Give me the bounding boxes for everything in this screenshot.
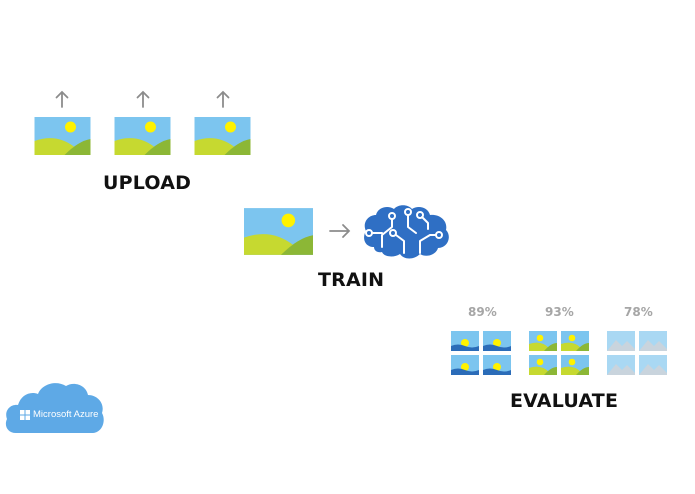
upload-arrow-icon [136, 90, 150, 108]
landscape-image-icon [561, 355, 589, 375]
upload-arrow-icon [55, 90, 69, 108]
cloud-icon [5, 383, 104, 433]
train-label: TRAIN [318, 269, 385, 291]
windows-logo-icon [20, 410, 30, 420]
upload-arrow-icon [216, 90, 230, 108]
landscape-image-icon [607, 355, 635, 375]
landscape-image-icon [114, 117, 171, 155]
landscape-image-icon [561, 331, 589, 351]
landscape-image-icon [639, 331, 667, 351]
landscape-image-icon [529, 355, 557, 375]
landscape-image-icon [451, 355, 479, 375]
landscape-image-icon [483, 331, 511, 351]
landscape-image-icon [483, 355, 511, 375]
upload-label: UPLOAD [103, 172, 192, 194]
landscape-image-icon [244, 208, 313, 255]
landscape-image-icon [451, 331, 479, 351]
brain-circuit-icon [364, 205, 449, 259]
score-label: 93% [545, 305, 574, 319]
landscape-image-icon [607, 331, 635, 351]
landscape-image-icon [639, 355, 667, 375]
score-label: 89% [468, 305, 497, 319]
right-arrow-icon [329, 224, 351, 238]
score-label: 78% [624, 305, 653, 319]
landscape-image-icon [194, 117, 251, 155]
brand-name: Microsoft Azure [33, 409, 99, 420]
landscape-image-icon [34, 117, 91, 155]
landscape-image-icon [529, 331, 557, 351]
evaluate-label: EVALUATE [510, 390, 619, 412]
